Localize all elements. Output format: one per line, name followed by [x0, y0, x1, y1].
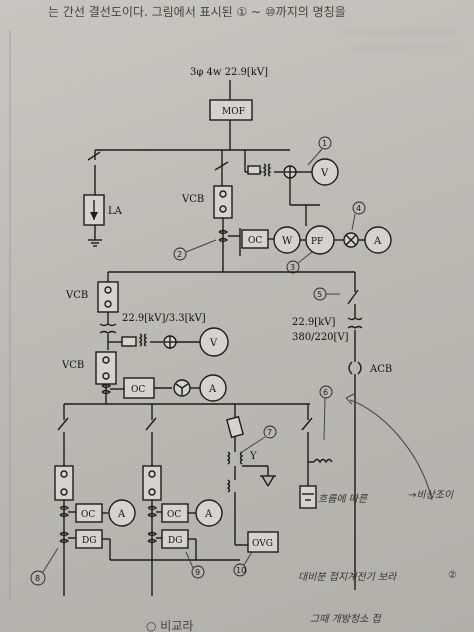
acb-label: ACB [369, 364, 392, 375]
ct-main [218, 229, 229, 243]
voltmeter-top [311, 158, 339, 186]
marker-9: 9 [185, 551, 205, 579]
svg-text:8: 8 [35, 574, 40, 583]
oc-label-main: OC [248, 236, 262, 246]
pt-transformer-2 [138, 333, 148, 347]
transformer-22-9-3-3 [99, 323, 117, 334]
hand-note-3: 대비분 접지계전기 보라 [298, 571, 398, 583]
gpt-branch: OVG [226, 404, 279, 553]
marker-10: 10 [233, 551, 253, 577]
a-label-main: A [373, 236, 382, 247]
pt-fuse [247, 165, 261, 175]
hand-note-1: 흐름에 따른 [318, 493, 368, 505]
ground-branch [299, 404, 333, 509]
marker-8: 8 [30, 547, 59, 586]
tr2-primary-label: 22.9[kV] [292, 317, 335, 328]
gpt-transformer [226, 451, 244, 465]
svg-text:2: 2 [177, 250, 182, 259]
ammeter-mid [199, 374, 227, 402]
transformer-380-220 [347, 317, 363, 329]
oc-label-f1: OC [81, 510, 95, 520]
pf-label: PF [311, 237, 323, 247]
la-branch [83, 150, 105, 247]
mof-box [209, 99, 253, 121]
hand-curve [349, 399, 433, 501]
vcb-label-top: VCB [181, 194, 204, 205]
feeder-1: OC A DG [54, 404, 136, 596]
hand-note-4: 그때 개방청소 접 [310, 613, 383, 625]
a-label-f2: A [204, 509, 213, 520]
hand-note-5: ② [448, 570, 457, 581]
la-label: LA [108, 206, 123, 217]
feeder-2: OC A DG [110, 404, 240, 596]
ovg-box [247, 531, 279, 553]
voltmeter-mid [199, 327, 229, 357]
pt-transformer [262, 163, 272, 177]
ct-left [101, 383, 112, 395]
svg-text:5: 5 [317, 290, 322, 299]
disconnect-switch [214, 161, 229, 171]
ovg-label: OVG [252, 539, 273, 549]
marker-4: 4 [351, 201, 366, 231]
vcb-label-left1: VCB [65, 290, 88, 301]
svg-text:9: 9 [195, 568, 200, 577]
svg-text:6: 6 [323, 388, 328, 397]
svg-text:4: 4 [356, 204, 361, 213]
tr1-ratio-label: 22.9[kV]/3.3[kV] [122, 313, 206, 324]
ammeter-f2 [195, 499, 223, 527]
marker-7: 7 [241, 425, 277, 453]
dg-label-f1: DG [82, 536, 96, 546]
y-label: Y [249, 451, 257, 462]
svg-text:1: 1 [322, 139, 327, 148]
ammeter-f1 [108, 499, 136, 527]
pt-fuse-2 [121, 336, 137, 347]
v-label-top: V [320, 168, 329, 179]
source-label: 3φ 4w 22.9[kV] [190, 67, 268, 78]
oc-label-mid: OC [131, 385, 145, 395]
vcb-label-left2: VCB [61, 360, 84, 371]
ammeter-main [364, 226, 392, 254]
w-label: W [282, 236, 293, 247]
svg-text:7: 7 [267, 428, 272, 437]
svg-text:10: 10 [236, 566, 246, 575]
v-label-mid: V [209, 338, 218, 349]
marker-1: 1 [307, 136, 332, 166]
mof-label: MOF [222, 107, 245, 117]
disconnect-switch-right [347, 289, 359, 305]
marker-5: 5 [313, 287, 340, 301]
marker-6: 6 [319, 385, 333, 441]
acb-symbol [348, 361, 362, 375]
marker-3: 3 [286, 251, 313, 274]
a-label-f1: A [117, 509, 126, 520]
dg-label-f2: DG [168, 536, 182, 546]
question-text: 는 간선 결선도이다. 그림에서 표시된 ① ~ ⑩까지의 명칭을 [48, 5, 346, 19]
marker-2: 2 [173, 239, 217, 261]
hand-note-2: →비상조이 [408, 489, 454, 501]
tr2-secondary-label: 380/220[V] [292, 332, 349, 343]
a-label-mid: A [208, 384, 217, 395]
footer-partial-text: ○ 비교라 [146, 619, 193, 632]
background-bleedthrough [340, 28, 460, 68]
svg-text:3: 3 [290, 263, 295, 272]
oc-label-f2: OC [167, 510, 181, 520]
